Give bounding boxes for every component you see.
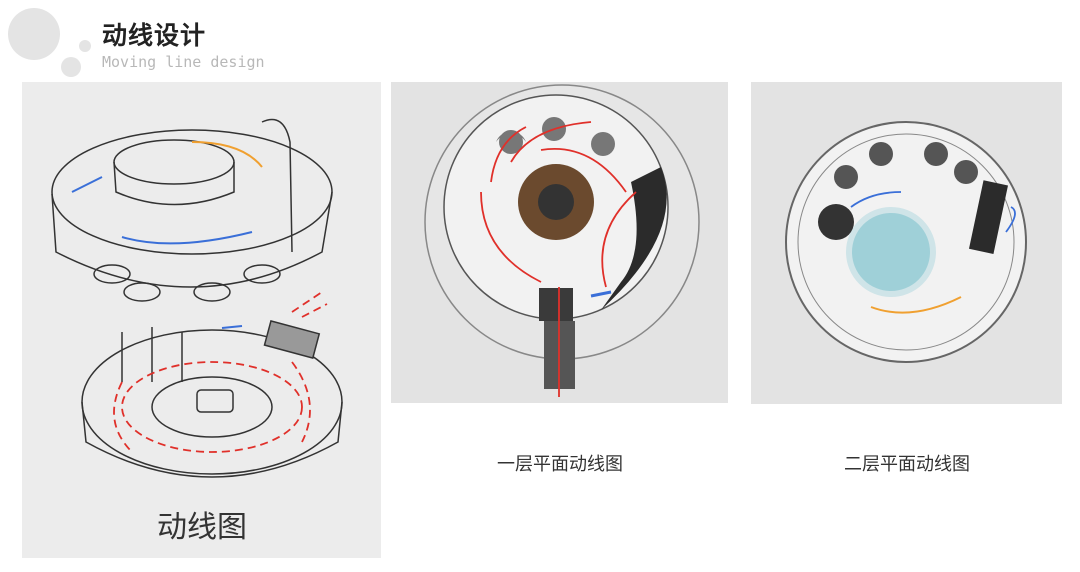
floor2-caption: 二层平面动线图 [844, 454, 970, 475]
page-title: 动线设计 [102, 21, 207, 50]
floor1-plan-panel [391, 82, 728, 403]
moving-line-sketch: 动线图 [51, 118, 343, 545]
floor2-plan-panel [751, 82, 1062, 404]
decor-circle-medium [61, 57, 81, 77]
decor-circle-small [79, 40, 91, 52]
floor2-plan [785, 121, 1027, 363]
floor1-plan [424, 84, 700, 397]
sketch-panel: 动线图 [22, 82, 381, 558]
decor-circle-large [8, 8, 60, 60]
floor1-caption: 一层平面动线图 [497, 454, 623, 475]
page-subtitle: Moving line design [102, 53, 265, 71]
sketch-label: 动线图 [157, 510, 247, 545]
